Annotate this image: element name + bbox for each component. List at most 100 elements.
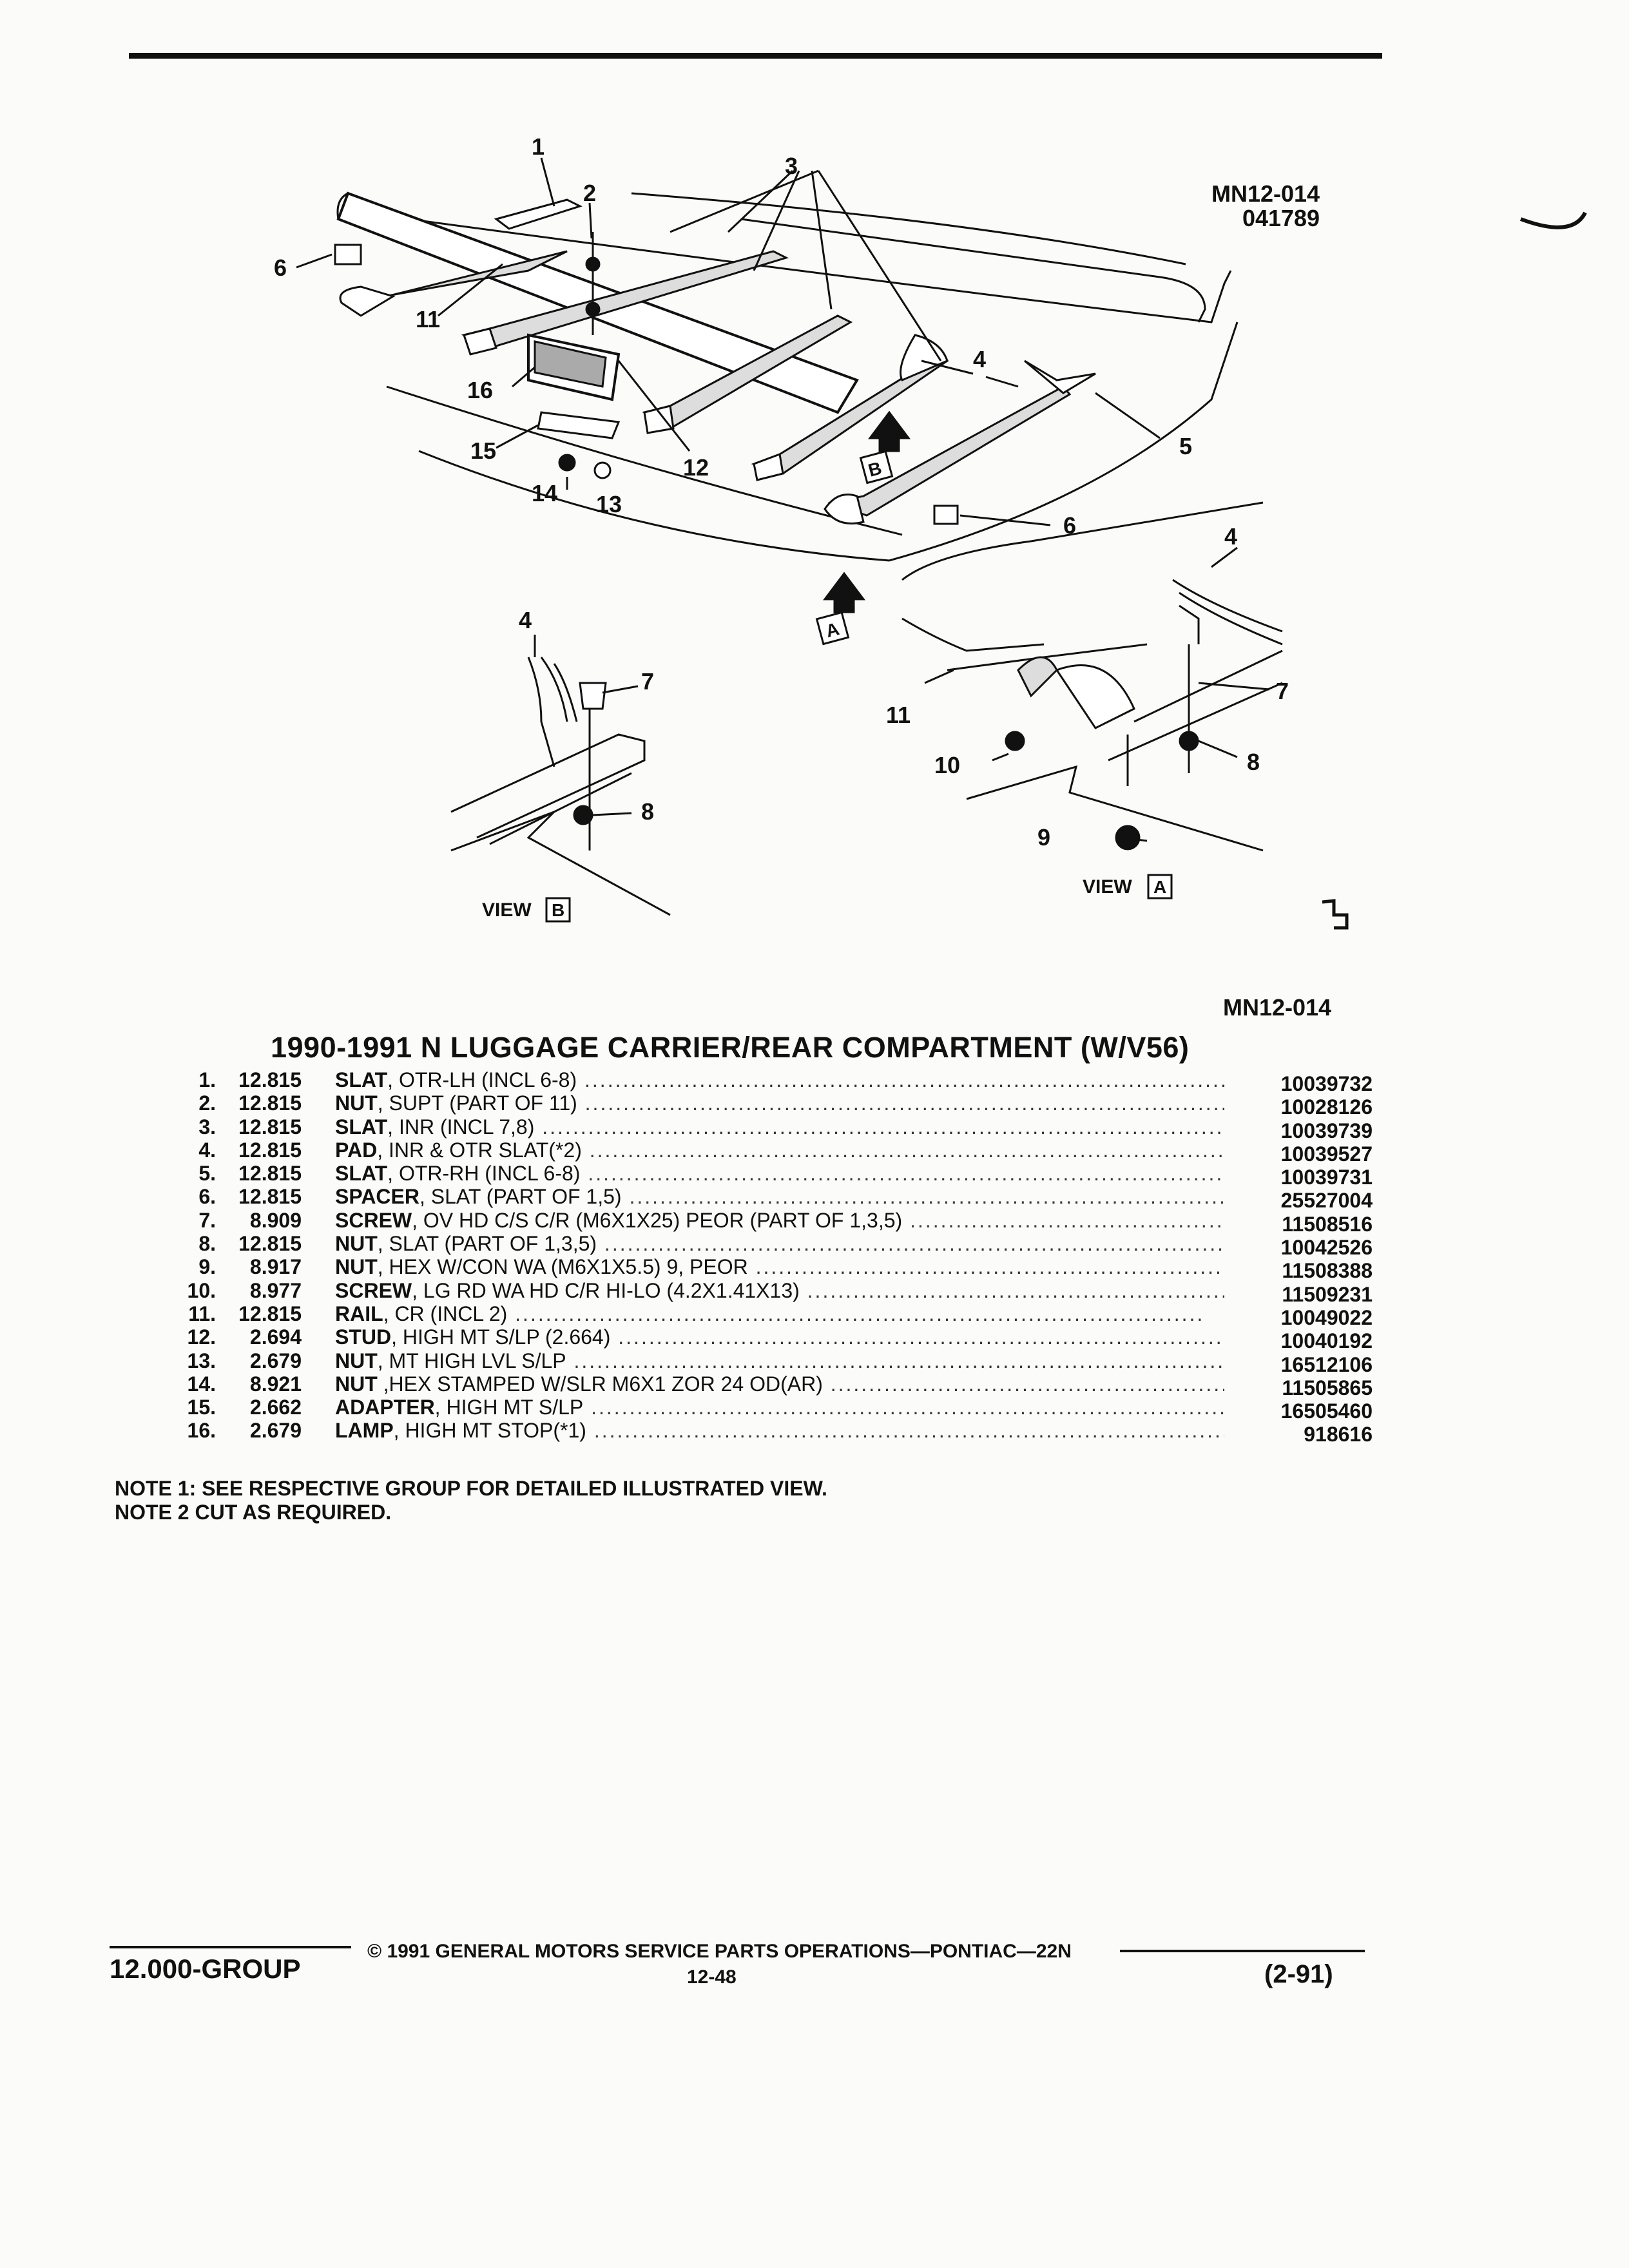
item-description: STUD, HIGH MT S/LP (2.664) .............…	[335, 1325, 1224, 1349]
item-detail: , LG RD WA HD C/R HI-LO (4.2X1.41X13)	[412, 1278, 800, 1302]
leader-dots: ........................................…	[807, 1278, 1224, 1302]
item-description: ADAPTER, HIGH MT S/LP ..................…	[335, 1396, 1224, 1419]
item-detail: ,HEX STAMPED W/SLR M6X1 ZOR 24 OD(AR)	[377, 1372, 823, 1396]
group-number: 12.815	[238, 1232, 302, 1256]
callout-8b: 8	[641, 798, 654, 825]
part-number: 11508388	[1282, 1259, 1373, 1283]
item-number: 5.	[198, 1162, 216, 1186]
figure-id-bottom: MN12-014	[1223, 994, 1332, 1021]
item-name: SLAT	[335, 1162, 388, 1186]
callout-11a: 11	[886, 702, 911, 728]
view-b-label: VIEW	[482, 899, 532, 921]
parts-row: 5. 12.815 SLAT, OTR-RH (INCL 6-8) ........…	[155, 1162, 1373, 1189]
item-description: SLAT, INR (INCL 7,8) ...................…	[335, 1115, 1224, 1139]
item-number: 14.	[187, 1372, 216, 1396]
footer-copyright: © 1991 GENERAL MOTORS SERVICE PARTS OPER…	[367, 1941, 1072, 1962]
leader-dots: ........................................…	[618, 1325, 1224, 1349]
part-number: 918616	[1304, 1423, 1373, 1446]
part-number: 11505865	[1282, 1376, 1373, 1399]
view-b-box: B	[552, 900, 564, 920]
group-number: 8.909	[249, 1208, 302, 1232]
view-b	[450, 635, 671, 916]
item-name: RAIL	[335, 1302, 383, 1325]
leader-dots: ........................................…	[534, 1115, 1224, 1139]
group-number: 8.977	[249, 1278, 302, 1302]
part-number: 10028126	[1280, 1095, 1373, 1119]
group-number: 12.815	[238, 1091, 302, 1115]
view-a-label: VIEW	[1083, 876, 1132, 898]
item-name: SPACER	[335, 1185, 419, 1209]
item-detail: , OTR-LH (INCL 6-8)	[387, 1068, 577, 1091]
item-name: SLAT	[335, 1115, 388, 1139]
callout-3: 3	[785, 153, 798, 179]
item-description: NUT, SUPT (PART OF 11) .................…	[335, 1091, 1224, 1115]
note-2: NOTE 2 CUT AS REQUIRED.	[115, 1501, 392, 1524]
group-number: 12.815	[238, 1162, 302, 1186]
publisher-logo-icon	[1322, 899, 1349, 930]
item-description: SPACER, SLAT (PART OF 1,5) .............…	[335, 1185, 1224, 1208]
item-description: SCREW, LG RD WA HD C/R HI-LO (4.2X1.41X1…	[335, 1279, 1224, 1302]
part-number: 11508516	[1282, 1212, 1373, 1236]
group-number: 12.815	[238, 1068, 302, 1091]
item-description: NUT, SLAT (PART OF 1,3,5) ..............…	[335, 1232, 1224, 1255]
item-detail: , SUPT (PART OF 11)	[377, 1091, 577, 1115]
item-detail: , INR & OTR SLAT(*2)	[377, 1138, 582, 1162]
item-detail: , INR (INCL 7,8)	[387, 1115, 535, 1139]
group-number: 2.679	[249, 1419, 302, 1443]
part-number: 16512106	[1280, 1352, 1373, 1376]
callout-8a: 8	[1247, 749, 1260, 775]
item-name: NUT	[335, 1091, 378, 1115]
item-number: 1.	[198, 1068, 216, 1091]
group-number: 8.917	[249, 1255, 302, 1279]
group-number: 12.815	[238, 1115, 302, 1139]
leader-dots: ........................................…	[583, 1396, 1224, 1419]
footer-date: (2-91)	[1264, 1960, 1333, 1988]
item-detail: , HIGH MT STOP(*1)	[393, 1419, 586, 1443]
part-number: 10039731	[1280, 1166, 1373, 1189]
callout-10a: 10	[934, 752, 960, 778]
part-number: 16505460	[1280, 1399, 1373, 1423]
figure-id-top: MN12-014 041789	[1211, 182, 1320, 231]
callout-14: 14	[532, 480, 557, 506]
group-number: 12.815	[238, 1185, 302, 1209]
leader-dots: ........................................…	[580, 1162, 1224, 1186]
page-title: 1990-1991 N LUGGAGE CARRIER/REAR COMPART…	[271, 1031, 1190, 1064]
item-detail: , OTR-RH (INCL 6-8)	[387, 1162, 581, 1186]
item-number: 12.	[187, 1325, 216, 1349]
note-1: NOTE 1: SEE RESPECTIVE GROUP FOR DETAILE…	[115, 1477, 827, 1500]
item-number: 9.	[198, 1255, 216, 1279]
item-number: 3.	[198, 1115, 216, 1139]
leader-dots: ........................................…	[597, 1232, 1224, 1256]
group-number: 8.921	[249, 1372, 302, 1396]
callout-13: 13	[596, 491, 622, 517]
part-number: 10039739	[1280, 1119, 1373, 1142]
item-name: NUT	[335, 1349, 378, 1372]
item-name: LAMP	[335, 1419, 394, 1443]
figure-id: MN12-014	[1211, 180, 1320, 207]
callout-6b: 6	[1063, 512, 1076, 539]
group-number: 12.815	[238, 1302, 302, 1325]
group-number: 2.694	[249, 1325, 302, 1349]
item-description: PAD, INR & OTR SLAT(*2) ................…	[335, 1139, 1224, 1162]
item-detail: , MT HIGH LVL S/LP	[377, 1349, 566, 1372]
item-description: NUT, MT HIGH LVL S/LP ..................…	[335, 1349, 1224, 1372]
callout-4b: 4	[519, 607, 532, 633]
leader-dots: ........................................…	[577, 1091, 1224, 1115]
item-detail: , SLAT (PART OF 1,3,5)	[377, 1232, 597, 1256]
footer-group: 12.000-GROUP	[110, 1954, 301, 1984]
item-number: 16.	[187, 1419, 216, 1443]
view-a-box: A	[1153, 877, 1166, 897]
leader-dots: ........................................…	[755, 1255, 1224, 1279]
item-name: NUT	[335, 1255, 378, 1279]
item-detail: , CR (INCL 2)	[383, 1302, 508, 1325]
item-number: 6.	[198, 1185, 216, 1209]
item-description: NUT, HEX W/CON WA (M6X1X5.5) 9, PEOR ...…	[335, 1255, 1224, 1278]
callout-5: 5	[1179, 433, 1192, 459]
